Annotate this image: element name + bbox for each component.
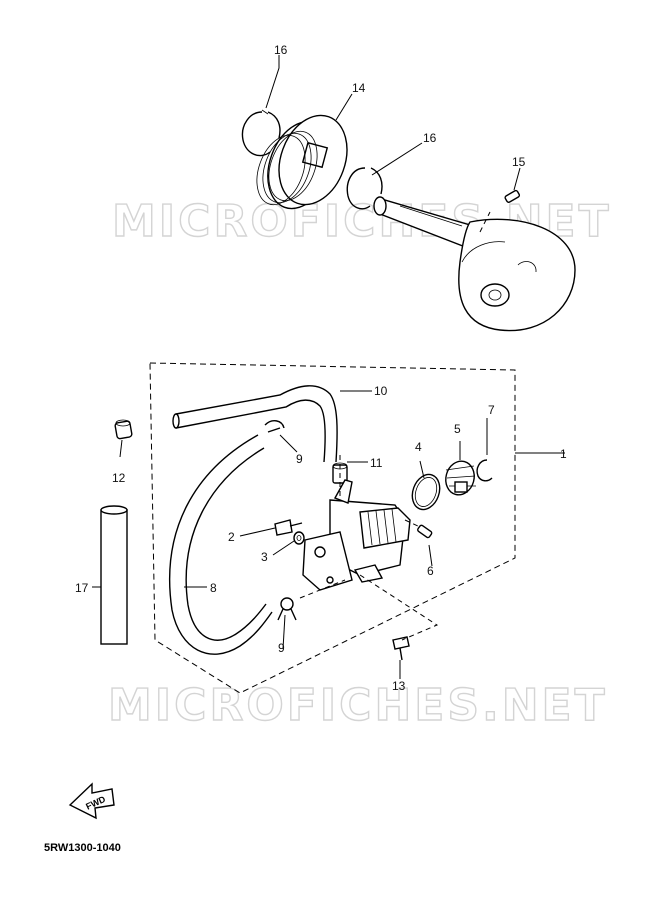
watermark-bottom: MICROFICHES.NET xyxy=(108,680,608,731)
callout-4: 4 xyxy=(415,440,422,454)
callout-14: 14 xyxy=(352,81,366,95)
callout-5: 5 xyxy=(454,422,461,436)
callout-3: 3 xyxy=(261,550,268,564)
pin-part-6 xyxy=(417,524,433,539)
callout-16-right: 16 xyxy=(423,131,437,145)
oil-pump-body xyxy=(302,479,411,591)
circlip-top-left xyxy=(241,109,281,157)
callout-7: 7 xyxy=(488,403,495,417)
callout-1: 1 xyxy=(560,447,567,461)
callout-16-top: 16 xyxy=(274,43,288,57)
callout-17: 17 xyxy=(75,581,89,595)
crankshaft-assembly xyxy=(373,196,576,332)
hose-part-17 xyxy=(100,505,128,645)
bolt-part-2 xyxy=(274,519,303,536)
callout-13: 13 xyxy=(392,679,406,693)
callout-9-lower: 9 xyxy=(278,641,285,655)
washer-part-3 xyxy=(293,531,305,545)
o-ring-part-4 xyxy=(411,473,441,511)
callout-15: 15 xyxy=(512,155,526,169)
kit-boundary-dashed xyxy=(149,362,516,694)
woodruff-key-part-15 xyxy=(504,189,521,203)
gear-part-5 xyxy=(445,460,476,496)
forward-direction-arrow: FWD xyxy=(68,782,115,820)
callout-2: 2 xyxy=(228,530,235,544)
hose-part-8 xyxy=(168,434,273,655)
hose-part-10 xyxy=(172,385,338,463)
plug-part-12 xyxy=(114,419,133,440)
leader-lines xyxy=(92,55,565,679)
pulley-part-14 xyxy=(256,114,348,210)
clamp-part-9-upper xyxy=(264,420,285,433)
callout-11: 11 xyxy=(370,456,383,470)
callout-6: 6 xyxy=(427,564,434,578)
circlip-right xyxy=(346,167,383,210)
callout-9-upper: 9 xyxy=(296,452,303,466)
diagram-code: 5RW1300-1040 xyxy=(44,842,121,854)
screw-part-13 xyxy=(392,636,410,661)
callout-10: 10 xyxy=(374,384,388,398)
clamp-part-9-lower xyxy=(277,597,297,621)
callout-8: 8 xyxy=(210,581,217,595)
callout-12: 12 xyxy=(112,471,126,485)
circlip-part-7 xyxy=(476,459,493,482)
